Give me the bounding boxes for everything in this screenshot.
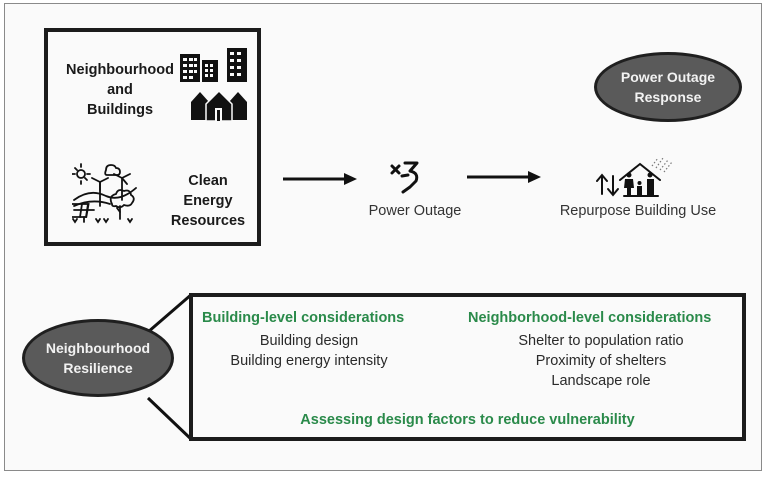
power-outage-response-node: Power Outage Response xyxy=(594,52,742,122)
clean-energy-label: Clean Energy Resources xyxy=(158,171,258,231)
list-item: Building design xyxy=(259,333,359,349)
considerations-footer: Assessing design factors to reduce vulne… xyxy=(300,412,635,428)
considerations-box: Building-level considerations Building d… xyxy=(189,293,746,441)
repurpose-building-use-label: Repurpose Building Use xyxy=(559,203,717,219)
inputs-box: Neighbourhood and Buildings xyxy=(44,28,261,246)
list-item: Building energy intensity xyxy=(230,353,388,369)
label-line: Energy xyxy=(183,193,233,209)
node-label-line: Power Outage xyxy=(620,69,716,85)
label-line: and xyxy=(107,82,133,98)
clean-energy-landscape-icon xyxy=(72,163,137,224)
node-label-line: Neighbourhood xyxy=(45,340,151,356)
family-shelter-icon xyxy=(596,157,673,197)
arrow-to-power-outage xyxy=(283,173,357,185)
node-label-line: Response xyxy=(634,89,702,105)
building-level-heading: Building-level considerations xyxy=(202,310,405,326)
neighborhood-level-list: Shelter to population ratio Proximity of… xyxy=(468,331,734,391)
node-label-line: Resilience xyxy=(63,360,133,376)
building-level-list: Building design Building energy intensit… xyxy=(202,331,416,371)
label-line: Buildings xyxy=(86,102,154,118)
list-item: Shelter to population ratio xyxy=(518,333,684,349)
buildings-icon xyxy=(180,48,247,82)
label-line: Clean xyxy=(188,173,228,189)
neighbourhood-resilience-node: Neighbourhood Resilience xyxy=(22,319,174,397)
neighbourhood-buildings-label: Neighbourhood and Buildings xyxy=(56,60,184,120)
arrow-to-repurpose xyxy=(467,171,541,183)
label-line: Neighbourhood xyxy=(66,62,174,78)
label-line: Resources xyxy=(170,213,246,229)
power-outage-label: Power Outage xyxy=(368,203,462,219)
broken-power-icon xyxy=(390,161,419,194)
neighborhood-level-heading: Neighborhood-level considerations xyxy=(468,310,712,326)
houses-icon xyxy=(191,90,247,122)
list-item: Proximity of shelters xyxy=(535,353,667,369)
list-item: Landscape role xyxy=(551,373,651,389)
callout-connector xyxy=(146,292,194,442)
